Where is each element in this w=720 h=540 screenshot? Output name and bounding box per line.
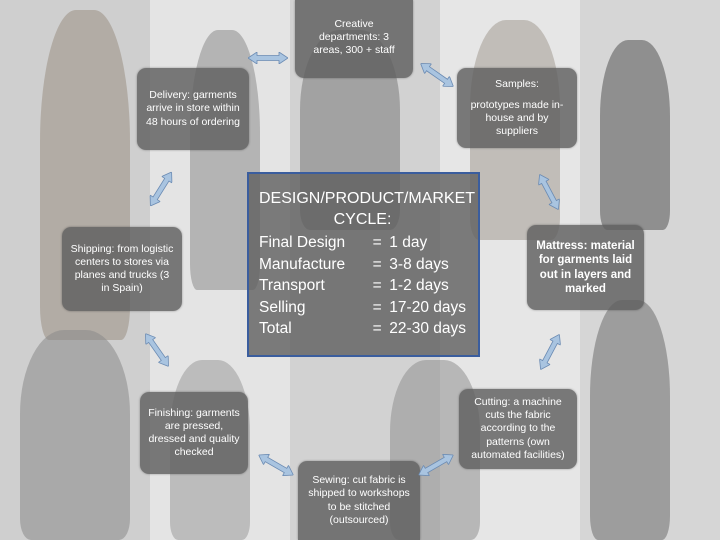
cycle-row-value: 17-20 days bbox=[389, 298, 466, 316]
node-creative-text: Creative departments: 3 areas, 300 + sta… bbox=[313, 18, 395, 57]
cycle-row-label: Transport bbox=[259, 277, 325, 294]
cycle-row-equals: = bbox=[372, 234, 382, 251]
node-creative-departments: Creative departments: 3 areas, 300 + sta… bbox=[295, 0, 413, 78]
cycle-row-label: Selling bbox=[259, 298, 306, 316]
node-cutting: Cutting: a machine cuts the fabric accor… bbox=[459, 389, 577, 469]
double-headed-arrow-icon bbox=[248, 52, 288, 64]
cycle-row-equals: = bbox=[372, 277, 382, 294]
double-headed-arrow-icon bbox=[418, 453, 454, 477]
cycle-row-equals: = bbox=[372, 320, 382, 337]
node-sewing-text: Sewing: cut fabric is shipped to worksho… bbox=[308, 474, 410, 526]
cycle-row: Transport = 1-2 days bbox=[259, 275, 466, 297]
cycle-title-line2: CYCLE: bbox=[333, 211, 392, 228]
double-headed-arrow-icon bbox=[149, 171, 173, 207]
double-headed-arrow-icon bbox=[145, 333, 169, 367]
cycle-row-value: 3-8 days bbox=[389, 255, 449, 273]
node-shipping-text: Shipping: from logistic centers to store… bbox=[70, 242, 174, 295]
node-finishing: Finishing: garments are pressed, dressed… bbox=[140, 392, 248, 474]
node-mattress: Mattress: material for garments laid out… bbox=[527, 225, 644, 310]
cycle-row-equals: = bbox=[372, 298, 382, 316]
node-sewing: Sewing: cut fabric is shipped to worksho… bbox=[298, 461, 420, 540]
cycle-row-value: 1-2 days bbox=[389, 277, 449, 294]
cycle-row-equals: = bbox=[372, 255, 382, 273]
double-headed-arrow-icon bbox=[538, 173, 560, 211]
node-samples-title: Samples: bbox=[495, 77, 539, 90]
node-finishing-text: Finishing: garments are pressed, dressed… bbox=[148, 406, 240, 459]
node-mattress-text: Mattress: material for garments laid out… bbox=[536, 239, 635, 295]
cycle-title-line1: DESIGN/PRODUCT/MARKET bbox=[259, 190, 476, 207]
cycle-row: Total = 22-30 days bbox=[259, 318, 466, 340]
cycle-row-value: 22-30 days bbox=[389, 320, 466, 337]
cycle-row-value: 1 day bbox=[389, 234, 428, 251]
node-delivery-text: Delivery: garments arrive in store withi… bbox=[146, 89, 240, 128]
cycle-row: Final Design = 1 day bbox=[259, 232, 466, 254]
node-samples-body: prototypes made in-house and by supplier… bbox=[470, 98, 564, 138]
double-headed-arrow-icon bbox=[420, 63, 454, 87]
node-delivery: Delivery: garments arrive in store withi… bbox=[137, 68, 249, 150]
cycle-row: Selling = 17-20 days bbox=[259, 297, 466, 319]
cycle-summary-panel: DESIGN/PRODUCT/MARKET CYCLE: Final Desig… bbox=[247, 172, 480, 357]
cycle-table: Final Design = 1 day Manufacture = 3-8 d… bbox=[259, 232, 466, 340]
cycle-row: Manufacture = 3-8 days bbox=[259, 254, 466, 276]
cycle-row-label: Manufacture bbox=[259, 255, 346, 273]
node-samples: Samples: prototypes made in-house and by… bbox=[457, 68, 577, 148]
node-shipping: Shipping: from logistic centers to store… bbox=[62, 227, 182, 311]
double-headed-arrow-icon bbox=[258, 453, 294, 477]
double-headed-arrow-icon bbox=[539, 333, 561, 371]
cycle-row-label: Final Design bbox=[259, 234, 346, 251]
node-cutting-text: Cutting: a machine cuts the fabric accor… bbox=[471, 396, 565, 461]
cycle-title: DESIGN/PRODUCT/MARKET CYCLE: bbox=[259, 188, 476, 230]
cycle-row-label: Total bbox=[259, 320, 292, 337]
